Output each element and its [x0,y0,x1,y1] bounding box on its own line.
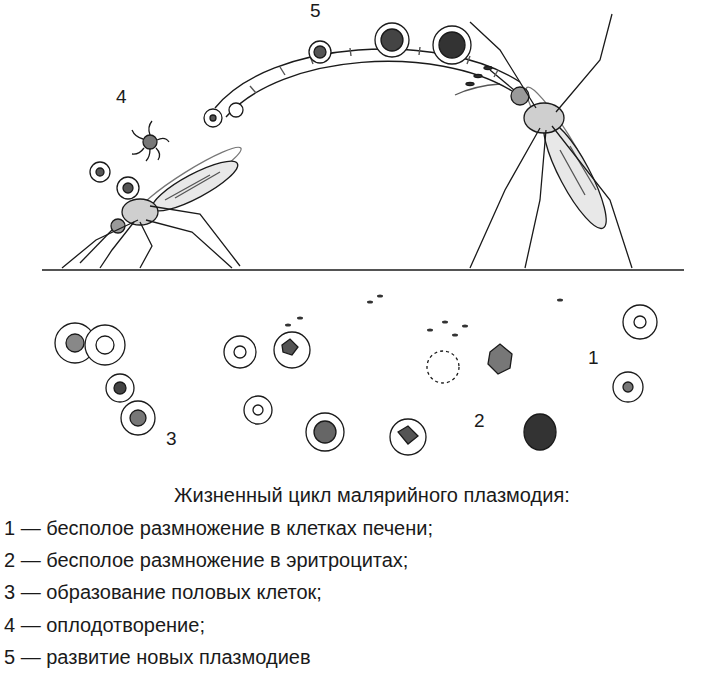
zygote-and-gametes-part [204,109,222,127]
gut-wall-arch-part [215,49,520,108]
blood-cells-part [253,405,263,415]
zygote-and-gametes-part [123,183,133,193]
oocysts-part [381,29,403,51]
right-mosquito-part [525,130,546,268]
zygote-and-gametes-part [229,103,243,117]
blood-cells-part [306,413,344,451]
blood-cells-part [96,336,114,354]
blood-cells-part [634,316,646,328]
blood-cells-part [66,334,84,352]
left-mosquito-part [100,222,134,268]
merozoites [285,295,563,337]
right-mosquito-part [455,84,500,95]
merozoites-part [452,334,458,337]
oocysts-part [484,67,492,70]
oocysts-part [466,83,474,86]
right-mosquito [455,14,632,268]
merozoites-part [297,317,303,320]
merozoites-part [442,321,448,324]
zygote-and-gametes-part [96,168,104,176]
merozoites-part [367,301,373,304]
blood-cells-part [398,426,418,444]
oocysts [309,23,492,86]
skin-line [42,269,684,271]
zygote-and-gametes-part [90,162,110,182]
legend-note: 4 — оплодотворение; [4,614,205,637]
right-mosquito-part [490,70,514,90]
left-mosquito-part [140,222,152,268]
blood-cells-part [121,401,155,435]
left-mosquito-part [165,172,220,200]
blood-cells-part [390,419,426,455]
legend-note: 5 — развитие новых плазмодиев [4,646,311,669]
merozoites-part [285,324,291,327]
legend-note: 1 — бесполое размножение в клетках печен… [4,517,433,540]
oocysts-part [433,26,471,64]
zygote-and-gametes-part [117,177,139,199]
blood-cells-part [106,374,134,402]
callout-number: 5 [310,0,321,22]
blood-cells-part [224,336,256,368]
oocysts-part [309,41,331,63]
left-mosquito-part [146,220,232,268]
left-mosquito-part [150,206,240,266]
blood-cells-part [524,414,556,450]
blood-cells-part [234,346,246,358]
skin-line-part [42,269,684,271]
blood-cells-part [85,325,125,365]
merozoites-part [377,295,383,298]
blood-cells-part [613,372,643,402]
blood-cells-part [488,344,512,374]
zygote-and-gametes-part [210,115,216,121]
oocysts-part [439,32,465,58]
blood-cells-part [130,410,146,426]
merozoites-part [557,299,563,302]
zygote-and-gametes [90,103,243,199]
legend-note: 2 — бесполое размножение в эритроцитах; [4,549,408,572]
merozoites-part [427,329,433,332]
right-mosquito-part [524,103,564,133]
blood-cells-part [244,396,272,424]
merozoites-part [462,325,468,328]
blood-cells-part [623,382,633,392]
blood-cells-part [114,382,126,394]
legend-note: 3 — образование половых клеток; [4,581,322,604]
zygote-and-gametes-part [132,121,169,161]
left-mosquito-part [147,153,243,219]
blood-cells-part [274,332,310,368]
callout-number: 2 [474,410,485,432]
blood-cells-part [314,421,336,443]
left-mosquito-part [111,219,125,233]
oocysts-part [474,75,482,78]
blood-cells-part [623,305,657,339]
zygote-and-gametes-part [143,135,157,149]
blood-cells [55,305,657,455]
blood-cells-part [427,351,459,383]
left-mosquito-part [62,220,138,268]
gut-wall-arch [215,47,520,117]
oocysts-part [375,23,409,57]
callout-number: 3 [166,428,177,450]
oocysts-part [314,46,326,58]
left-mosquito [62,141,246,268]
blood-cells-part [282,339,298,355]
right-mosquito-part [470,22,536,108]
right-mosquito-part [552,126,632,268]
right-mosquito-part [556,14,612,112]
caption: Жизненный цикл малярийного плазмодия: [174,484,570,507]
callout-number: 4 [116,86,127,108]
right-mosquito-part [560,146,596,195]
gut-wall-arch-part [226,61,512,117]
callout-number: 1 [588,347,599,369]
